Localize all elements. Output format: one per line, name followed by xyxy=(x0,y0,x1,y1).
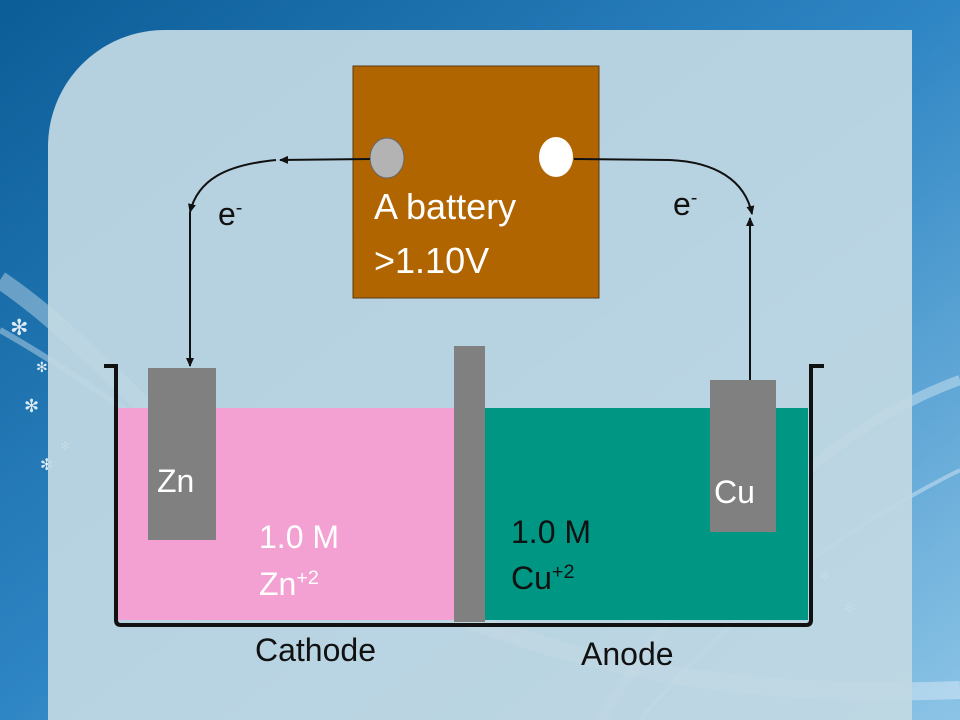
svg-text:✻: ✻ xyxy=(36,360,48,376)
beaker-outline xyxy=(104,364,824,627)
left-wire xyxy=(186,155,371,367)
electron-label-right: e- xyxy=(673,186,698,222)
cu-electrode-label: Cu xyxy=(714,474,755,510)
cu-solution-concentration: 1.0 M xyxy=(511,514,592,550)
battery-voltage-label: >1.10V xyxy=(374,240,490,281)
battery-negative-terminal xyxy=(369,137,405,179)
svg-text:✻: ✻ xyxy=(24,396,39,417)
cu-ion-label: Cu+2 xyxy=(511,560,575,596)
anode-caption: Anode xyxy=(581,636,674,672)
electron-label-left: e- xyxy=(218,196,243,232)
porous-divider xyxy=(454,346,485,622)
zn-solution-concentration: 1.0 M xyxy=(259,519,340,555)
zn-ion-label: Zn+2 xyxy=(259,566,319,602)
cathode-caption: Cathode xyxy=(255,632,376,668)
cu-electrode xyxy=(710,380,776,532)
zn-electrode-label: Zn xyxy=(157,463,195,499)
svg-text:✻: ✻ xyxy=(10,316,28,341)
right-wire xyxy=(573,158,755,380)
battery-label: A battery xyxy=(374,186,517,227)
battery-positive-terminal xyxy=(539,137,573,177)
zn-electrode xyxy=(148,368,216,540)
battery-box xyxy=(352,65,600,299)
